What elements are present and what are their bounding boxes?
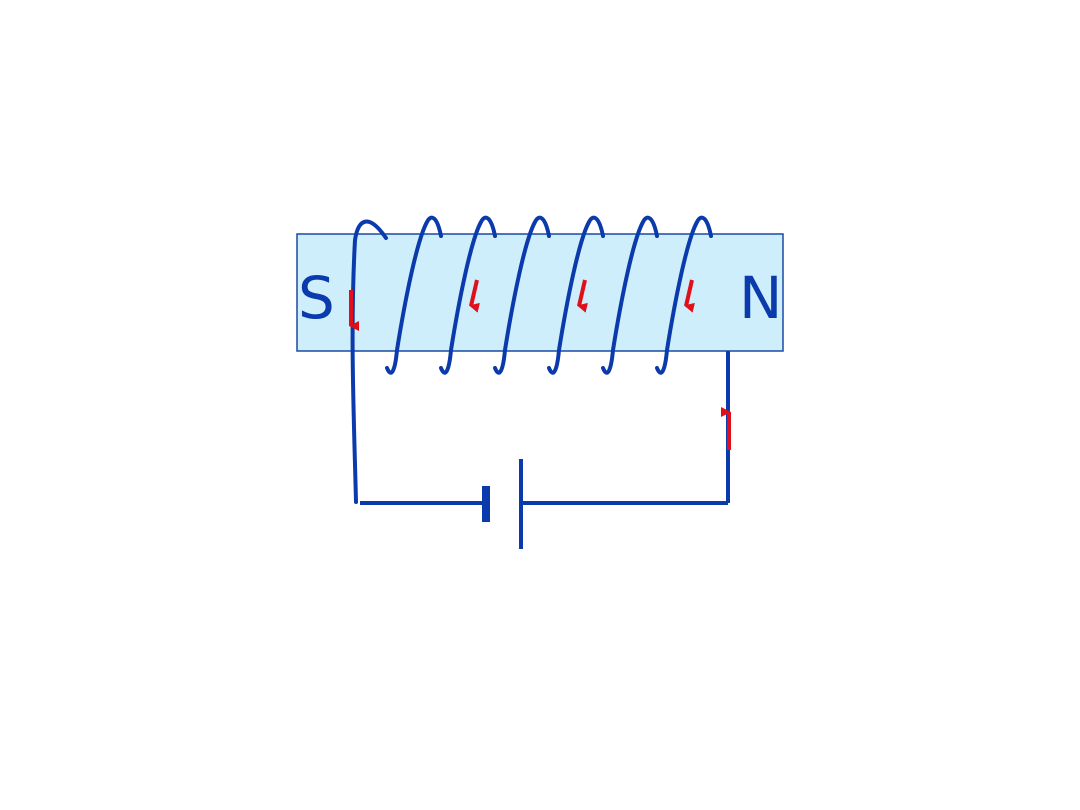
coil-turn: [439, 215, 497, 375]
circuit-wires: [360, 351, 730, 505]
coil-turn: [655, 215, 713, 375]
coil-turn: [493, 215, 551, 375]
battery-positive-plate: [519, 459, 523, 549]
current-arrow-turn: [684, 279, 695, 313]
coil-turn: [385, 215, 443, 375]
battery-cell-icon: [482, 459, 523, 549]
south-pole-label: S: [298, 264, 335, 332]
current-arrow-turn: [469, 279, 480, 313]
coil-winding: [350, 219, 388, 504]
coil-turns: [385, 215, 713, 375]
north-pole-label: N: [739, 264, 782, 332]
current-arrow-turn: [577, 279, 588, 313]
iron-core: [296, 233, 784, 352]
current-arrows: [349, 279, 731, 450]
coil-turn: [547, 215, 605, 375]
coil-turn: [601, 215, 659, 375]
battery-negative-plate: [482, 486, 490, 522]
